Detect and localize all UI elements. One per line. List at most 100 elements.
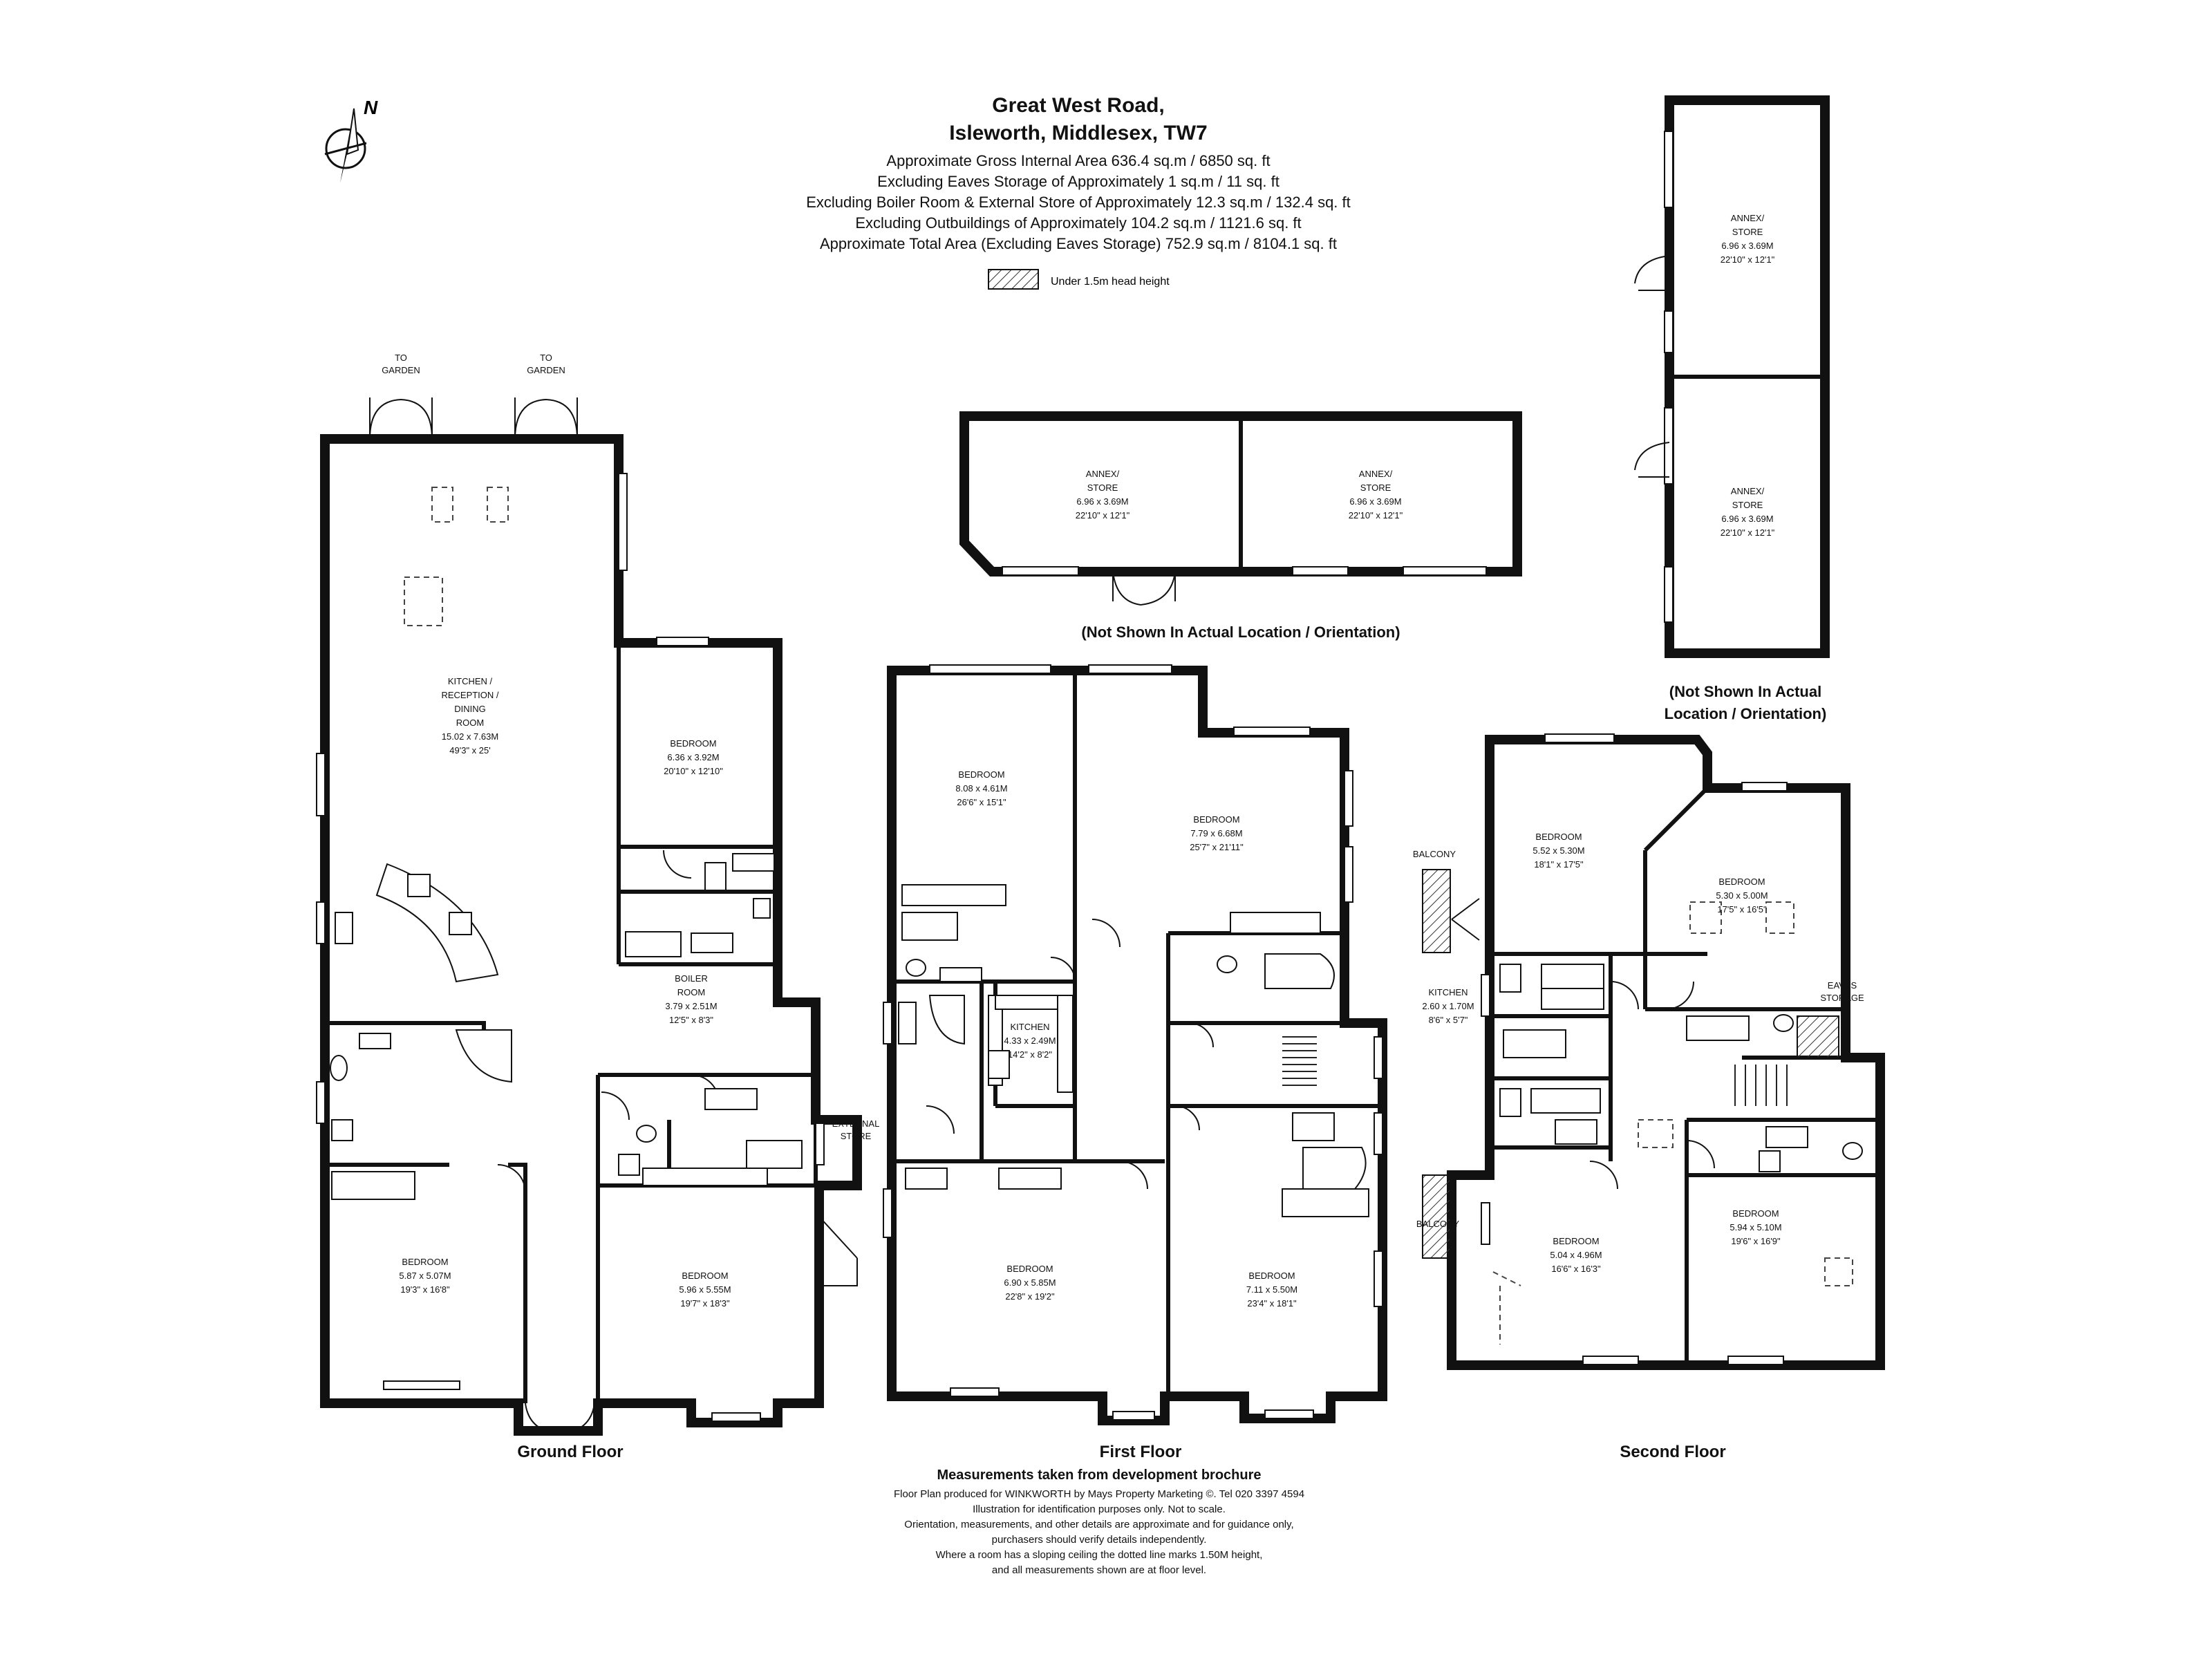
first-bed-sw-label-1: BEDROOM [1006, 1264, 1053, 1274]
kitchen-label-2: RECEPTION / [441, 690, 498, 700]
first-bed-nw-label-1: BEDROOM [958, 769, 1004, 780]
footer-line-2: Illustration for identification purposes… [973, 1503, 1226, 1515]
footer-notes: Measurements taken from development broc… [894, 1468, 1304, 1576]
second-bed-sw-label-2: 5.04 x 4.96M [1550, 1250, 1602, 1260]
compass-label: N [364, 97, 378, 118]
second-bed-ne-label-3: 17'5" x 16'5" [1717, 904, 1767, 915]
balcony-bottom-area [1422, 1174, 1451, 1259]
to-garden-label-2b: GARDEN [527, 365, 565, 375]
first-kitchen-label-1: KITCHEN [1010, 1022, 1049, 1032]
first-bed-sw-label-2: 6.90 x 5.85M [1004, 1277, 1056, 1288]
area-line-3: Excluding Boiler Room & External Store o… [806, 194, 1351, 211]
area-line-5: Approximate Total Area (Excluding Eaves … [820, 235, 1337, 252]
boiler-label-3: 3.79 x 2.51M [665, 1001, 717, 1011]
annex-h1-label-4: 22'10" x 12'1" [1076, 510, 1130, 521]
annex-horizontal-note: (Not Shown In Actual Location / Orientat… [1081, 624, 1400, 641]
annex-h1-label-1: ANNEX/ [1086, 469, 1120, 479]
kitchen-label-5: 15.02 x 7.63M [442, 731, 498, 742]
ground-bed-ne-label-1: BEDROOM [670, 738, 716, 749]
annex-h1-label-3: 6.96 x 3.69M [1076, 496, 1128, 507]
first-kitchen-label-2: 4.33 x 2.49M [1004, 1035, 1056, 1046]
first-floor-plan: BEDROOM 8.08 x 4.61M 26'6" x 15'1" BEDRO… [883, 664, 1387, 1461]
footer-line-1: Floor Plan produced for WINKWORTH by May… [894, 1488, 1304, 1500]
legend-label: Under 1.5m head height [1051, 276, 1170, 288]
second-bed-se-label-2: 5.94 x 5.10M [1730, 1222, 1781, 1232]
second-bed-sw-label-3: 16'6" x 16'3" [1551, 1264, 1601, 1274]
annex-vertical-note-2: Location / Orientation) [1665, 705, 1827, 722]
legend-hatch-swatch [988, 269, 1039, 290]
annex-h2-label-3: 6.96 x 3.69M [1349, 496, 1401, 507]
first-bed-se-label-3: 23'4" x 18'1" [1247, 1298, 1297, 1309]
annex-v1-label-3: 6.96 x 3.69M [1721, 241, 1773, 251]
ground-bed-ne-label-3: 20'10" x 12'10" [664, 766, 723, 776]
to-garden-label-1b: GARDEN [382, 365, 420, 375]
boiler-label-2: ROOM [677, 987, 705, 997]
annex-v2-label-3: 6.96 x 3.69M [1721, 514, 1773, 524]
annex-h2-label-1: ANNEX/ [1359, 469, 1393, 479]
footer-line-3: Orientation, measurements, and other det… [904, 1519, 1293, 1530]
annex-horizontal: ANNEX/ STORE 6.96 x 3.69M 22'10" x 12'1"… [959, 411, 1522, 641]
north-compass-icon: N [324, 97, 378, 183]
kitchen-label-6: 49'3" x 25' [449, 745, 490, 756]
first-bed-nw-label-2: 8.08 x 4.61M [955, 783, 1007, 794]
second-floor-plan: BALCONY BEDROOM 5.52 x 5.30M 18'1" x 17'… [1413, 733, 1885, 1461]
annex-v2-label-2: STORE [1732, 500, 1763, 510]
ground-bed-sw-label-1: BEDROOM [402, 1257, 448, 1267]
to-garden-label-2: TO [540, 353, 552, 363]
first-bed-ne-label-1: BEDROOM [1193, 814, 1239, 825]
kitchen-label-1: KITCHEN / [448, 676, 493, 686]
footer-line-4: purchasers should verify details indepen… [992, 1534, 1207, 1546]
first-bed-ne-label-3: 25'7" x 21'11" [1190, 842, 1244, 852]
footer-bold-note: Measurements taken from development broc… [937, 1468, 1261, 1483]
second-kitchen-label-3: 8'6" x 5'7" [1429, 1015, 1468, 1025]
ground-bed-se-label-3: 19'7" x 18'3" [680, 1298, 730, 1309]
annex-v2-label-4: 22'10" x 12'1" [1721, 527, 1775, 538]
kitchen-label-3: DINING [454, 704, 486, 714]
annex-h1-label-2: STORE [1087, 482, 1118, 493]
second-bed-ne-label-2: 5.30 x 5.00M [1716, 890, 1768, 901]
kitchen-label-4: ROOM [456, 718, 484, 728]
boiler-label-1: BOILER [675, 973, 708, 984]
balcony-top-area [1422, 869, 1451, 953]
annex-v2-label-1: ANNEX/ [1731, 486, 1765, 496]
title-line-2: Isleworth, Middlesex, TW7 [949, 122, 1207, 144]
external-store-label-1: EXTERNAL [832, 1118, 880, 1129]
annex-v1-label-2: STORE [1732, 227, 1763, 237]
annex-v1-label-4: 22'10" x 12'1" [1721, 254, 1775, 265]
ground-floor-plan: TO GARDEN TO GARDEN KITCHEN / RECEPTION … [316, 353, 880, 1461]
ground-bed-se-label-1: BEDROOM [682, 1271, 728, 1281]
second-bed-sw-label-1: BEDROOM [1553, 1236, 1599, 1246]
second-bed-n-label-1: BEDROOM [1535, 832, 1582, 842]
balcony-top-label: BALCONY [1413, 849, 1456, 859]
to-garden-label-1: TO [395, 353, 407, 363]
second-bed-se-label-1: BEDROOM [1732, 1208, 1779, 1219]
boiler-label-4: 12'5" x 8'3" [669, 1015, 713, 1025]
footer-line-6: and all measurements shown are at floor … [992, 1564, 1206, 1576]
balcony-bottom-label: BALCONY [1416, 1219, 1459, 1229]
second-bed-n-label-3: 18'1" x 17'5" [1534, 859, 1584, 870]
footer-line-5: Where a room has a sloping ceiling the d… [936, 1549, 1263, 1561]
second-bed-n-label-2: 5.52 x 5.30M [1533, 845, 1584, 856]
ground-bed-sw-label-2: 5.87 x 5.07M [399, 1271, 451, 1281]
header: Great West Road, Isleworth, Middlesex, T… [806, 94, 1351, 290]
second-kitchen-label-1: KITCHEN [1428, 987, 1468, 997]
ground-floor-label: Ground Floor [517, 1443, 623, 1461]
eaves-label-1: EAVES [1828, 980, 1857, 991]
area-line-1: Approximate Gross Internal Area 636.4 sq… [886, 152, 1270, 169]
area-line-4: Excluding Outbuildings of Approximately … [855, 214, 1301, 232]
second-bed-se-label-3: 19'6" x 16'9" [1731, 1236, 1781, 1246]
title-line-1: Great West Road, [992, 94, 1165, 117]
annex-v1-label-1: ANNEX/ [1731, 213, 1765, 223]
ground-bed-sw-label-3: 19'3" x 16'8" [400, 1284, 450, 1295]
annex-vertical-note-1: (Not Shown In Actual [1669, 683, 1821, 700]
external-store-label-2: STORE [841, 1131, 872, 1141]
area-line-2: Excluding Eaves Storage of Approximately… [877, 173, 1280, 190]
first-floor-label: First Floor [1100, 1443, 1182, 1461]
second-kitchen-label-2: 2.60 x 1.70M [1422, 1001, 1474, 1011]
first-bed-se-label-1: BEDROOM [1248, 1271, 1295, 1281]
ground-bed-se-label-2: 5.96 x 5.55M [679, 1284, 731, 1295]
annex-vertical: ANNEX/ STORE 6.96 x 3.69M 22'10" x 12'1"… [1634, 95, 1830, 722]
first-bed-se-label-2: 7.11 x 5.50M [1246, 1284, 1297, 1295]
first-bed-ne-label-2: 7.79 x 6.68M [1190, 828, 1242, 838]
